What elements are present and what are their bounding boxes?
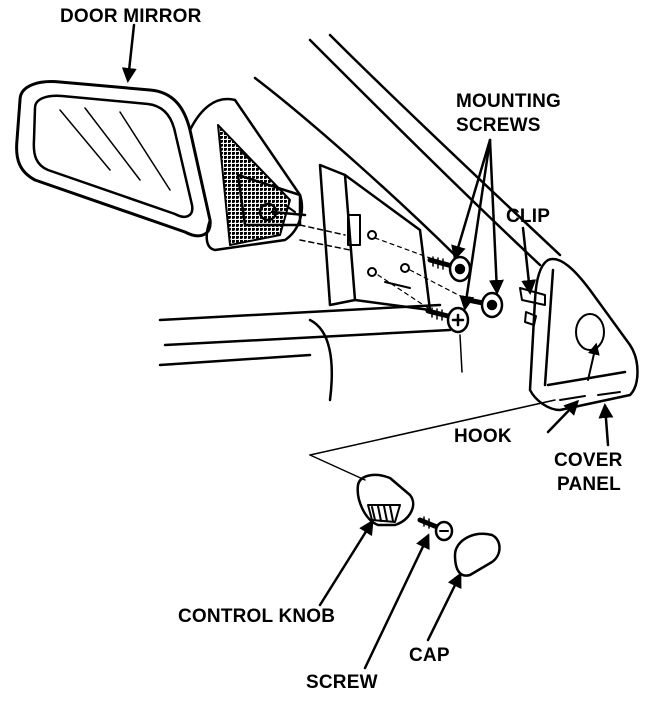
label-hook: HOOK (454, 426, 512, 447)
mounting-screw-right (465, 291, 504, 319)
leader-arrows (121, 23, 614, 670)
label-cap: CAP (409, 645, 450, 666)
label-control-knob: CONTROL KNOB (178, 606, 336, 627)
screw-part (417, 516, 454, 542)
clip (519, 287, 546, 326)
mounting-screws (374, 237, 504, 334)
label-mounting-screws-line2: SCREWS (456, 115, 541, 136)
door-bracket (299, 163, 432, 312)
label-door-mirror: DOOR MIRROR (60, 6, 202, 27)
label-screw: SCREW (306, 672, 378, 693)
label-cover-panel-line2: PANEL (557, 474, 621, 495)
cover-panel (528, 257, 639, 412)
control-knob (309, 399, 556, 527)
label-mounting-screws-line1: MOUNTING (456, 91, 562, 112)
mounting-screw-bottom (425, 306, 470, 334)
door-mirror (15, 80, 307, 252)
label-clip: CLIP (506, 206, 551, 227)
label-cover-panel-line1: COVER (554, 450, 623, 471)
mounting-screw-top (427, 255, 472, 283)
cap-part (453, 532, 501, 577)
door-body (158, 33, 562, 402)
